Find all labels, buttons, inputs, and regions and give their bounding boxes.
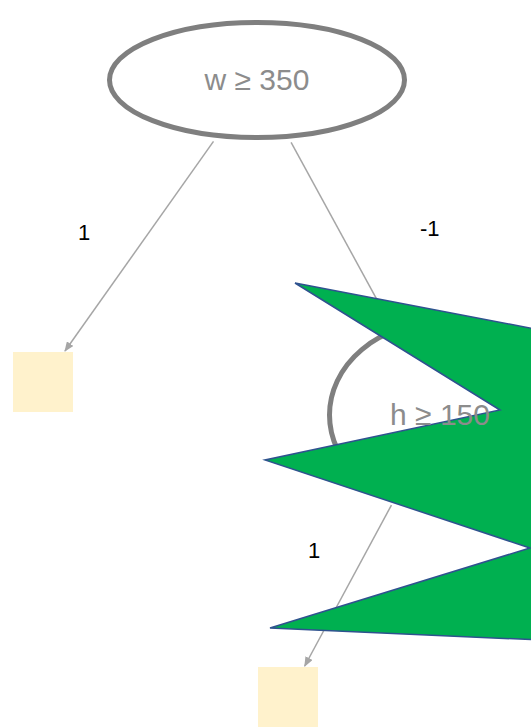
node-outline bbox=[13, 352, 73, 412]
tree-branch bbox=[65, 141, 214, 351]
branch-label: 1 bbox=[308, 538, 320, 564]
leaf-box bbox=[258, 667, 318, 727]
branch-label: -1 bbox=[420, 216, 440, 242]
branch-label: 1 bbox=[78, 220, 90, 246]
node-outline bbox=[258, 667, 318, 727]
node-text: w ≥ 350 bbox=[205, 63, 310, 97]
node-text: h ≥ 150 bbox=[390, 398, 490, 432]
decision-ellipse: w ≥ 350 bbox=[107, 20, 407, 140]
tree-branch bbox=[305, 505, 392, 666]
leaf-box bbox=[13, 352, 73, 412]
